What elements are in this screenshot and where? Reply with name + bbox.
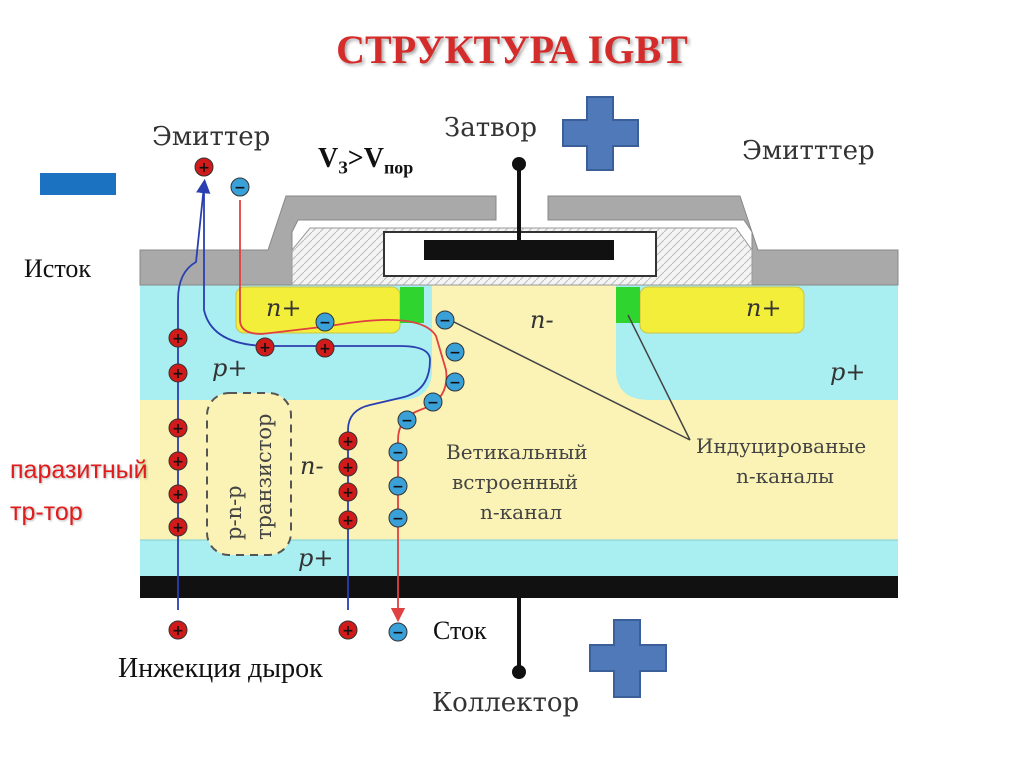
pnp-label-line2: транзистор [252,413,276,541]
electrons-group: −−−−−−−−−−− [230,177,465,642]
electron: − [388,442,408,462]
electron: − [445,342,465,362]
parasitic-label-line2: тр-тор [10,498,83,526]
collector-label: Коллектор [432,688,580,718]
parasitic-label-line1: паразитный [10,456,148,484]
emitter-right-label: Эмитттер [742,136,875,166]
plus-marker-collector [589,619,667,698]
svg-text:+: + [172,366,184,382]
hole: + [338,510,358,530]
hole: + [315,338,335,358]
region-n-plus-right: n+ [746,294,782,322]
emitter-left-label: Эмиттер [152,122,271,152]
vertical-channel-line3: n-канал [480,500,563,524]
svg-text:−: − [427,395,439,411]
hole: + [338,620,358,640]
electron: − [315,312,335,332]
svg-text:−: − [439,313,451,329]
hole: + [168,620,188,640]
holes-group: + + + + + + + + + + + + + + + [168,157,358,640]
svg-text:−: − [234,180,246,196]
vertical-channel-line1: Ветикальный [446,440,588,464]
hole: + [168,517,188,537]
svg-text:−: − [392,479,404,495]
hole-injection-label: Инжекция дырок [118,653,323,684]
hole: + [168,418,188,438]
region-n-plus-left: n+ [266,294,302,322]
electron: − [230,177,250,197]
region-p-plus-right: p+ [830,358,866,386]
source-label: Исток [24,254,91,283]
hole: + [168,363,188,383]
region-p-plus-bottom: p+ [298,544,334,572]
page-title: СТРУКТУРА IGBT [336,27,688,72]
svg-text:+: + [172,520,184,536]
region-n-minus-mid: n- [300,452,324,480]
induced-channels-line2: n-каналы [736,464,834,488]
hole: + [194,157,214,177]
hole: + [338,431,358,451]
svg-text:+: + [319,341,331,357]
svg-text:−: − [449,345,461,361]
gate-electrode [424,240,614,260]
induced-channels-line1: Индуцированые [696,434,867,458]
hole: + [168,328,188,348]
plus-marker-gate [562,96,639,171]
hole: + [338,457,358,477]
minus-marker [40,173,116,195]
svg-text:+: + [172,487,184,503]
hole: + [255,337,275,357]
gate-terminal [512,157,526,171]
svg-text:+: + [342,485,354,501]
electron: − [435,310,455,330]
region-p-plus-left: p+ [212,354,248,382]
emitter-metal-left [139,195,497,286]
hole: + [168,484,188,504]
electron: − [397,410,417,430]
svg-text:+: + [172,331,184,347]
drain-label: Сток [433,616,487,645]
hole: + [338,482,358,502]
svg-text:−: − [392,511,404,527]
svg-text:+: + [342,460,354,476]
svg-text:+: + [198,160,210,176]
electron: − [423,392,443,412]
svg-text:+: + [342,434,354,450]
svg-text:+: + [342,623,354,639]
hole-current-path-left [177,178,211,610]
collector-metal [140,576,898,598]
hole: + [168,451,188,471]
svg-text:+: + [342,513,354,529]
collector-terminal [512,665,526,679]
electron: − [388,508,408,528]
svg-text:+: + [172,454,184,470]
electron: − [445,372,465,392]
electron: − [388,476,408,496]
svg-text:+: + [259,340,271,356]
hole-current-path-mid [203,186,431,610]
induced-channel-left [400,287,424,323]
svg-text:+: + [172,421,184,437]
region-n-minus-top: n- [530,306,554,334]
svg-text:−: − [392,625,404,641]
parasitic-pnp-box [206,392,292,556]
electron: − [388,622,408,642]
svg-text:−: − [319,315,331,331]
svg-text:−: − [449,375,461,391]
svg-text:+: + [172,623,184,639]
pnp-label-line1: p-n-p [222,485,246,540]
vertical-channel-line2: встроенный [452,470,579,494]
svg-text:−: − [392,445,404,461]
gate-condition: VЗ>Vпор [318,143,414,178]
svg-text:−: − [401,413,413,429]
gate-label: Затвор [444,113,538,143]
emitter-metal-right [547,195,899,286]
induced-channel-right [616,287,640,323]
